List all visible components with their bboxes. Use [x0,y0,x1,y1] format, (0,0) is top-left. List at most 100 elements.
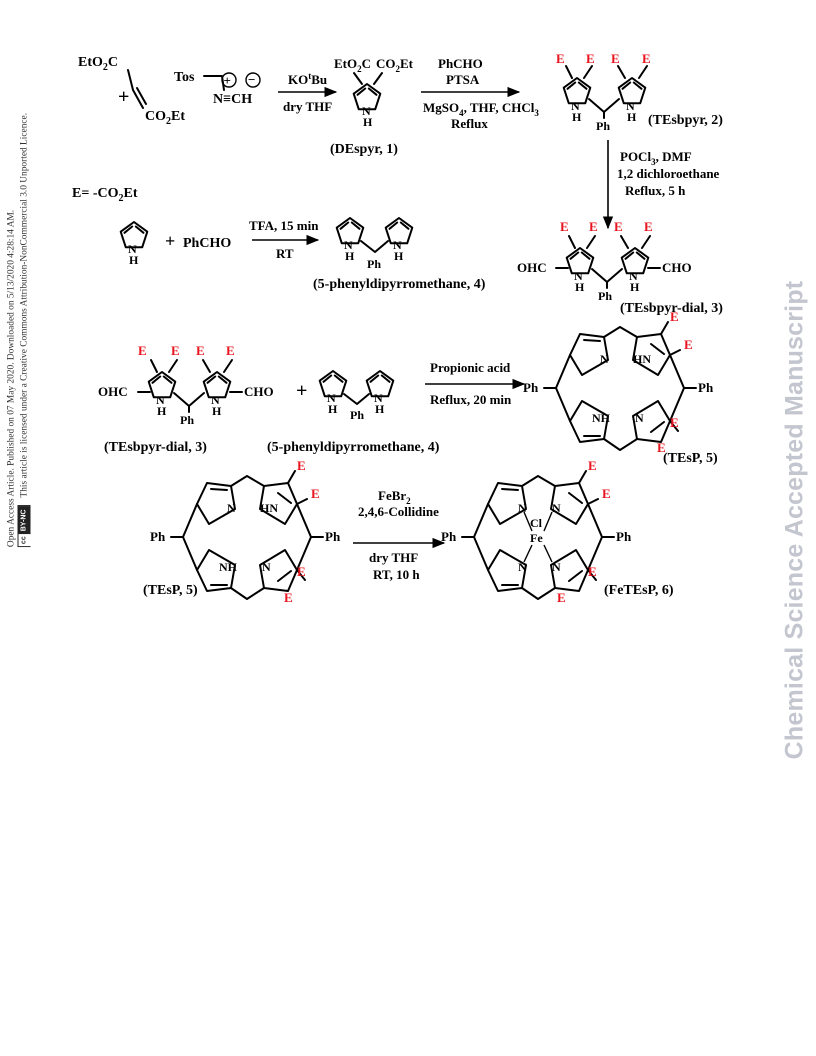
tesp-nh: NH [592,411,611,425]
dpm2-n-left: N [327,391,336,405]
fetesp-n-bl: N [518,560,527,574]
e-label-5f: E [311,486,320,501]
plus-sign-1: + [118,86,129,108]
e-label-r3c: E [196,343,205,358]
despyr-ester-right: CO [376,56,396,71]
r1-reagent-end: Bu [311,72,327,87]
fetesp-ph-left: Ph [441,529,457,544]
tesp2-n-bottom: N [262,560,271,574]
tesp-porphyrin [543,321,697,451]
fetesp-n-tr: N [552,501,561,515]
e-label-r3d: E [226,343,235,358]
svg-text:EtO2C: EtO2C [334,56,371,74]
r2-line3-end: , THF, CHCl [464,100,535,115]
e-label-5e: E [297,458,306,473]
fetesp-n-br: N [552,560,561,574]
tesp2-n-top: N [227,501,236,515]
r2-line3: MgSO [423,100,459,115]
isocyanide-label: N≡CH [213,92,252,107]
r2-line2: PTSA [446,72,480,87]
svg-text:FeBr2: FeBr2 [378,488,411,506]
positive-charge-icon: + [224,73,231,88]
dial2-n-right: N [211,393,220,407]
r3-line1-end: , DMF [656,149,692,164]
dial2-h-right: H [212,404,222,418]
plus-sign-3: + [296,380,307,402]
dial2-n-left: N [156,393,165,407]
phcho-reactant: PhCHO [183,236,231,251]
maleate-ester-top-end: C [108,55,118,70]
dpm2-h-left: H [328,402,338,416]
dial-n-right: N [629,269,638,283]
svg-text:CO2Et: CO2Et [145,109,185,127]
r5-line2: Reflux, 20 min [430,392,512,407]
label-tesp-5: (TEsP, 5) [663,451,718,466]
dial2-cho: CHO [244,384,274,399]
tesbpyr-ph: Ph [596,119,610,133]
label-dpm-4-row3: (5-phenyldipyrromethane, 4) [267,440,440,455]
tesp2-ph-left: Ph [150,529,166,544]
r2-line3-sub: 4 [459,108,464,118]
tesp-ph-left: Ph [523,380,539,395]
label-dial-3: (TEsbpyr-dial, 3) [620,301,723,316]
e-label-2a: E [556,51,565,66]
tos-label: Tos [174,70,195,85]
e-label-2b: E [586,51,595,66]
svg-text:KOtBu: KOtBu [288,71,327,87]
r1-reagent: KO [288,72,308,87]
r2-line4: Reflux [451,116,488,131]
maleate-ester-top: EtO [78,55,103,70]
e-label-5h: E [284,590,293,605]
tesbpyr-n-left: N [571,99,580,113]
e-label-3d: E [644,219,653,234]
tesbpyr-h-left: H [572,110,582,124]
maleate-ester-bottom-end: Et [171,109,185,124]
tesp2-hn: HN [260,501,278,515]
fetesp-porphyrin [461,470,615,600]
tesp-ph-right: Ph [698,380,714,395]
dial2-h-left: H [157,404,167,418]
svg-text:CO2Et: CO2Et [376,56,414,74]
r6-line1: FeBr [378,488,406,503]
maleate-ester-top-sub: 2 [103,62,108,73]
tesp-hn: HN [633,352,651,366]
tesp-porphyrin-2 [170,470,324,600]
r3-line3: Reflux, 5 h [625,183,686,198]
svg-text:POCl3, DMF: POCl3, DMF [620,149,692,167]
r4-line1: TFA, 15 min [249,218,319,233]
r6-line4: RT, 10 h [373,567,420,582]
dpm-ph: Ph [367,257,381,271]
r6-line1-sub: 2 [406,496,411,506]
svg-text:EtO2C: EtO2C [78,55,118,73]
label-tesp-5-left: (TEsP, 5) [143,583,198,598]
dpm2-n-right: N [374,391,383,405]
despyr-ester-left: EtO [334,56,357,71]
r2-line1: PhCHO [438,56,483,71]
maleate-ester-bottom: CO [145,109,166,124]
despyr-ester-left-end: C [362,56,371,71]
e-label-5d: E [657,440,666,455]
pyrrole-n: N [128,242,137,256]
despyr-ester-right-end: Et [400,56,414,71]
dial-ohc: OHC [517,260,547,275]
despyr-ester-right-sub: 2 [396,64,401,74]
fetesp-n-tl: N [518,501,527,515]
e-label-5a: E [670,309,679,324]
dpm2-h-right: H [375,402,385,416]
tesbpyr-h-right: H [627,110,637,124]
dial-n-left: N [574,269,583,283]
tesp-n-top: N [600,352,609,366]
e-definition-end: Et [123,186,137,201]
r3-line1: POCl [620,149,651,164]
negative-charge-icon: − [248,72,255,87]
e-label-r3b: E [171,343,180,358]
e-label-3a: E [560,219,569,234]
label-fetesp-6: (FeTEsP, 6) [604,583,674,598]
e-label-5c: E [670,415,679,430]
dpm2-ph: Ph [350,408,364,422]
e-label-6c: E [588,564,597,579]
despyr-ester-left-sub: 2 [357,64,362,74]
tesp-n-bottom: N [635,411,644,425]
label-tesbpyr-2: (TEsbpyr, 2) [648,113,723,128]
tesp2-ph-right: Ph [325,529,341,544]
